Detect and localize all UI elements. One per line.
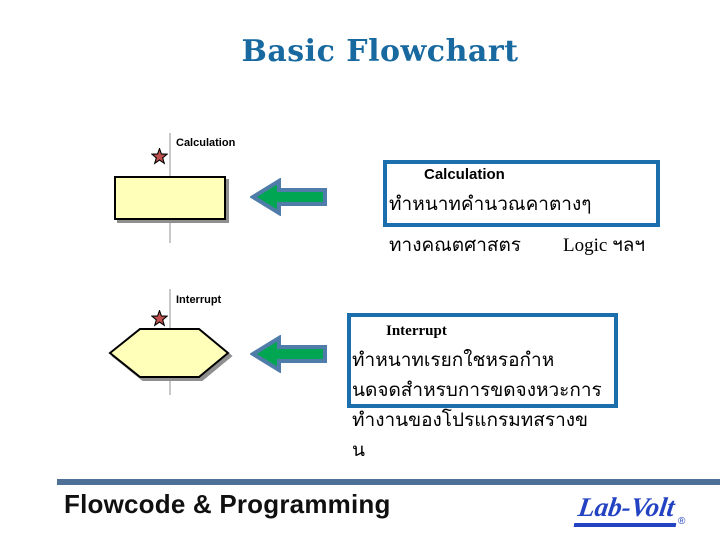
interrupt-box-title: Interrupt — [386, 323, 447, 339]
calculation-box-line2-latin: Logic ฯลฯ — [563, 235, 646, 256]
calculation-box-line2: ทางคณตศาสตร Logic ฯลฯ — [389, 230, 645, 260]
slide-title: Basic Flowchart — [241, 34, 519, 69]
registered-trademark-icon: ® — [678, 516, 686, 527]
interrupt-shape-label: Interrupt — [176, 294, 222, 306]
calculation-process-shape — [114, 176, 226, 220]
interrupt-box-line4: น — [352, 439, 365, 461]
interrupt-box-line1: ทำหนาทเรยกใชหรอกำห — [352, 349, 555, 371]
interrupt-text-box — [347, 313, 618, 408]
footer-divider-bar — [57, 479, 720, 485]
interrupt-box-line2: นดจดสำหรบการขดจงหวะการ — [352, 379, 602, 401]
calculation-box-title: Calculation — [424, 166, 505, 183]
calculation-box-line1: ทำหนาทคำนวณคาตางๆ — [389, 193, 592, 215]
calculation-text-box — [383, 160, 660, 227]
interrupt-box-line3: ทำงานของโปรแกรมทสรางข — [352, 409, 589, 431]
star-icon — [151, 148, 168, 165]
star-icon — [151, 310, 168, 327]
lab-volt-logo-text: Lab-Volt — [573, 492, 681, 527]
interrupt-hexagon-shape — [108, 328, 230, 378]
calculation-box-line2-thai: ทางคณตศาสตร — [389, 234, 522, 256]
interrupt-box-text: ทำหนาทเรยกใชหรอกำห นดจดสำหรบการขดจงหวะกา… — [352, 345, 602, 465]
arrow-left-icon — [250, 178, 327, 216]
arrow-left-icon — [250, 335, 327, 373]
calculation-shape-label: Calculation — [176, 137, 236, 149]
footer-title: Flowcode & Programming — [64, 489, 391, 519]
lab-volt-logo: Lab-Volt® — [573, 492, 686, 527]
